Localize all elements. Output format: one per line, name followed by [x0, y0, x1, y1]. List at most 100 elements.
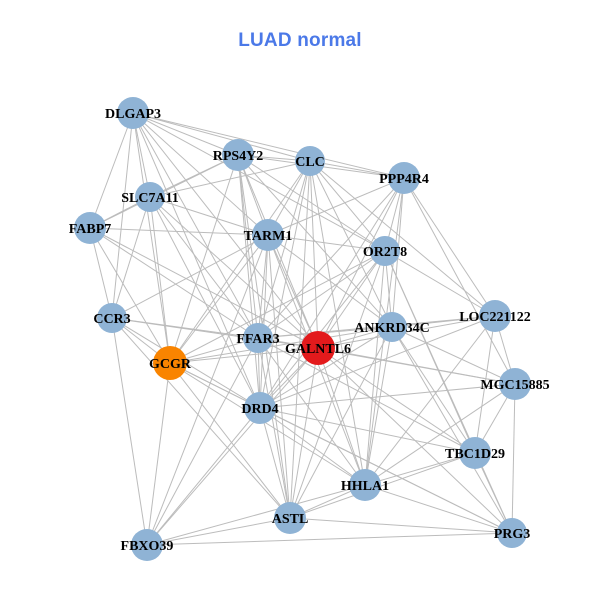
edge-DRD4-TBC1D29 [259, 407, 476, 454]
edge-DRD4-FBXO39 [146, 407, 261, 546]
edge-PPP4R4-LOC221122 [403, 177, 496, 317]
edge-MGC15885-PRG3 [511, 383, 516, 534]
edge-DLGAP3-CLC [132, 112, 311, 162]
edge-SLC7A11-CCR3 [111, 196, 151, 319]
edge-PPP4R4-TARM1 [267, 177, 405, 236]
edge-GALNTL6-FABP7 [89, 227, 319, 349]
edge-GALNTL6-ASTL [289, 347, 319, 519]
edge-OR2T8-HHLA1 [364, 250, 386, 486]
edges-layer [89, 112, 516, 546]
node-TARM1 [252, 219, 284, 251]
edge-DLGAP3-FFAR3 [132, 112, 259, 339]
node-TBC1D29 [459, 437, 491, 469]
node-CLC [295, 146, 325, 176]
edge-FFAR3-HHLA1 [257, 337, 366, 486]
edge-FABP7-TARM1 [89, 227, 269, 236]
edge-PPP4R4-MGC15885 [403, 177, 516, 385]
edge-OR2T8-GCGR [169, 250, 386, 364]
edge-TARM1-OR2T8 [267, 234, 386, 252]
edge-DLGAP3-PPP4R4 [132, 112, 405, 179]
node-RPS4Y2 [222, 139, 254, 171]
node-DRD4 [244, 392, 276, 424]
edge-TARM1-DRD4 [259, 234, 269, 409]
node-DLGAP3 [117, 97, 149, 129]
node-FBXO39 [131, 529, 163, 561]
edge-GALNTL6-LOC221122 [317, 315, 496, 349]
edge-ANKRD34C-FFAR3 [257, 326, 393, 339]
edge-TARM1-ANKRD34C [267, 234, 393, 328]
edge-TARM1-GCGR [169, 234, 269, 364]
edge-ANKRD34C-MGC15885 [391, 326, 516, 385]
edge-ANKRD34C-DRD4 [259, 326, 393, 409]
edge-CLC-DRD4 [259, 160, 311, 409]
edge-GALNTL6-SLC7A11 [149, 196, 319, 349]
edge-CCR3-ASTL [111, 317, 291, 519]
node-GCGR [153, 346, 187, 380]
edge-CLC-FFAR3 [257, 160, 311, 339]
edge-CCR3-FFAR3 [111, 317, 259, 339]
edge-FFAR3-FBXO39 [146, 337, 259, 546]
edge-OR2T8-ASTL [289, 250, 386, 519]
edge-OR2T8-LOC221122 [384, 250, 496, 317]
edge-GALNTL6-RPS4Y2 [237, 154, 319, 349]
node-MGC15885 [499, 368, 531, 400]
edge-GALNTL6-HHLA1 [317, 347, 366, 486]
edge-DRD4-PRG3 [259, 407, 513, 534]
node-SLC7A11 [135, 182, 165, 212]
edge-ANKRD34C-HHLA1 [364, 326, 393, 486]
node-PRG3 [497, 518, 527, 548]
edge-DRD4-HHLA1 [259, 407, 366, 486]
edge-TBC1D29-ASTL [289, 452, 476, 519]
edge-LOC221122-HHLA1 [364, 315, 496, 486]
edge-FABP7-FFAR3 [89, 227, 259, 339]
edge-RPS4Y2-GCGR [169, 154, 239, 364]
edge-SLC7A11-DRD4 [149, 196, 261, 409]
edge-DLGAP3-CCR3 [111, 112, 134, 319]
edge-TARM1-ASTL [267, 234, 291, 519]
edge-GALNTL6-GCGR [169, 347, 319, 364]
node-HHLA1 [349, 469, 381, 501]
edge-HHLA1-FBXO39 [146, 484, 366, 546]
node-FFAR3 [243, 323, 273, 353]
edge-GCGR-HHLA1 [169, 362, 366, 486]
node-ASTL [274, 502, 306, 534]
edge-SLC7A11-TARM1 [149, 196, 269, 236]
edge-FBXO39-PRG3 [146, 532, 513, 546]
node-ANKRD34C [377, 312, 407, 342]
edge-RPS4Y2-DRD4 [237, 154, 261, 409]
nodes-layer [74, 97, 531, 561]
edge-HHLA1-PRG3 [364, 484, 513, 534]
edge-RPS4Y2-FABP7 [89, 154, 239, 229]
edge-DLGAP3-GCGR [132, 112, 171, 364]
edge-ASTL-FBXO39 [146, 517, 291, 546]
node-FABP7 [74, 212, 106, 244]
node-GALNTL6 [301, 331, 335, 365]
edge-ANKRD34C-PRG3 [391, 326, 513, 534]
edge-GCGR-FBXO39 [146, 362, 171, 546]
edge-TARM1-FFAR3 [257, 234, 269, 339]
edge-CLC-HHLA1 [309, 160, 366, 486]
edge-TARM1-FBXO39 [146, 234, 269, 546]
edge-LOC221122-DRD4 [259, 315, 496, 409]
edge-ANKRD34C-GCGR [169, 326, 393, 364]
edge-OR2T8-FFAR3 [257, 250, 386, 339]
edge-LOC221122-TBC1D29 [474, 315, 496, 454]
edge-CLC-SLC7A11 [149, 160, 311, 198]
edge-PPP4R4-FFAR3 [257, 177, 405, 339]
edge-CLC-OR2T8 [309, 160, 386, 252]
edge-CCR3-FBXO39 [111, 317, 148, 546]
edge-RPS4Y2-OR2T8 [237, 154, 386, 252]
edge-CLC-ANKRD34C [309, 160, 393, 328]
edge-OR2T8-DRD4 [259, 250, 386, 409]
node-OR2T8 [370, 236, 400, 266]
edge-GALNTL6-CLC [309, 160, 319, 349]
edge-CLC-ASTL [289, 160, 311, 519]
node-CCR3 [97, 303, 127, 333]
edge-MGC15885-DRD4 [259, 383, 516, 409]
edge-GCGR-ASTL [169, 362, 291, 519]
edge-DRD4-ASTL [259, 407, 291, 519]
edge-FFAR3-MGC15885 [257, 337, 516, 385]
edge-GALNTL6-DLGAP3 [132, 112, 319, 349]
